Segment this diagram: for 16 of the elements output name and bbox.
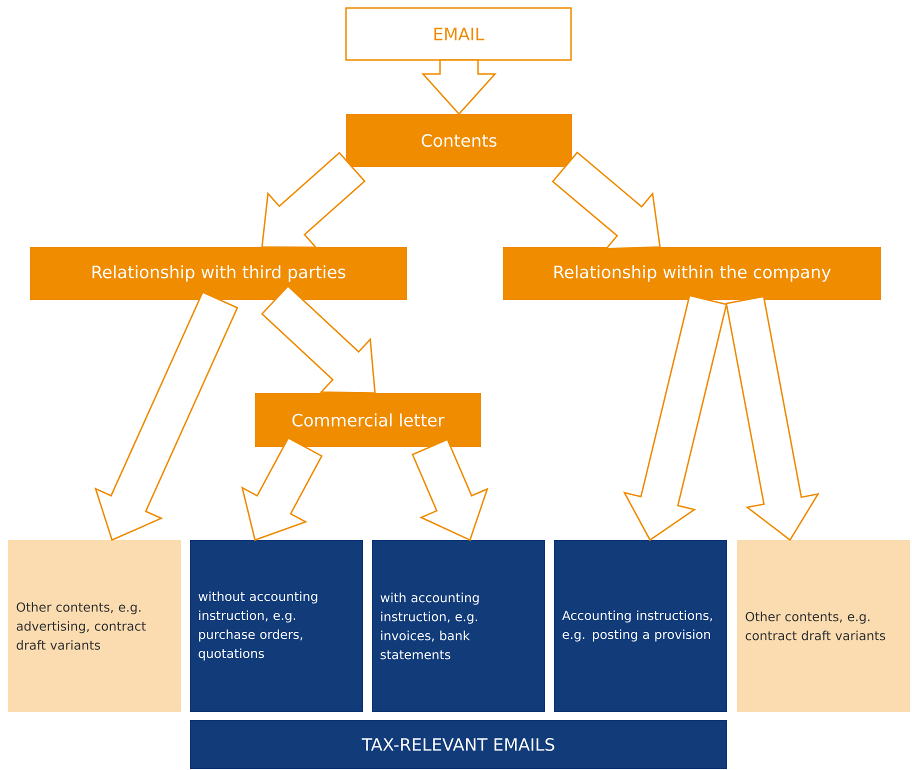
content-box: without accounting instruction, e.g. purchase orders, quotations (190, 540, 363, 712)
block-arrow (412, 438, 489, 542)
content-box: Accounting instructions, e.g. posting a provision (554, 540, 727, 712)
category-box: Relationship within the company (503, 247, 881, 300)
content-box: with accounting instruction, e.g. invoices, bank statements (372, 540, 545, 712)
content-box: Other contents, e.g. contract draft variants (737, 540, 910, 712)
content-box: Other contents, e.g. advertising, contract draft variants (8, 540, 181, 712)
category-box: Contents (346, 114, 572, 167)
content-box: TAX-RELEVANT EMAILS (190, 720, 727, 769)
block-arrow (622, 294, 728, 542)
title-box: EMAIL (345, 7, 572, 61)
category-box: Relationship with third parties (30, 247, 407, 300)
block-arrow (421, 59, 497, 116)
block-arrow (261, 285, 376, 394)
category-box: Commercial letter (255, 393, 481, 447)
block-arrow (94, 291, 238, 542)
